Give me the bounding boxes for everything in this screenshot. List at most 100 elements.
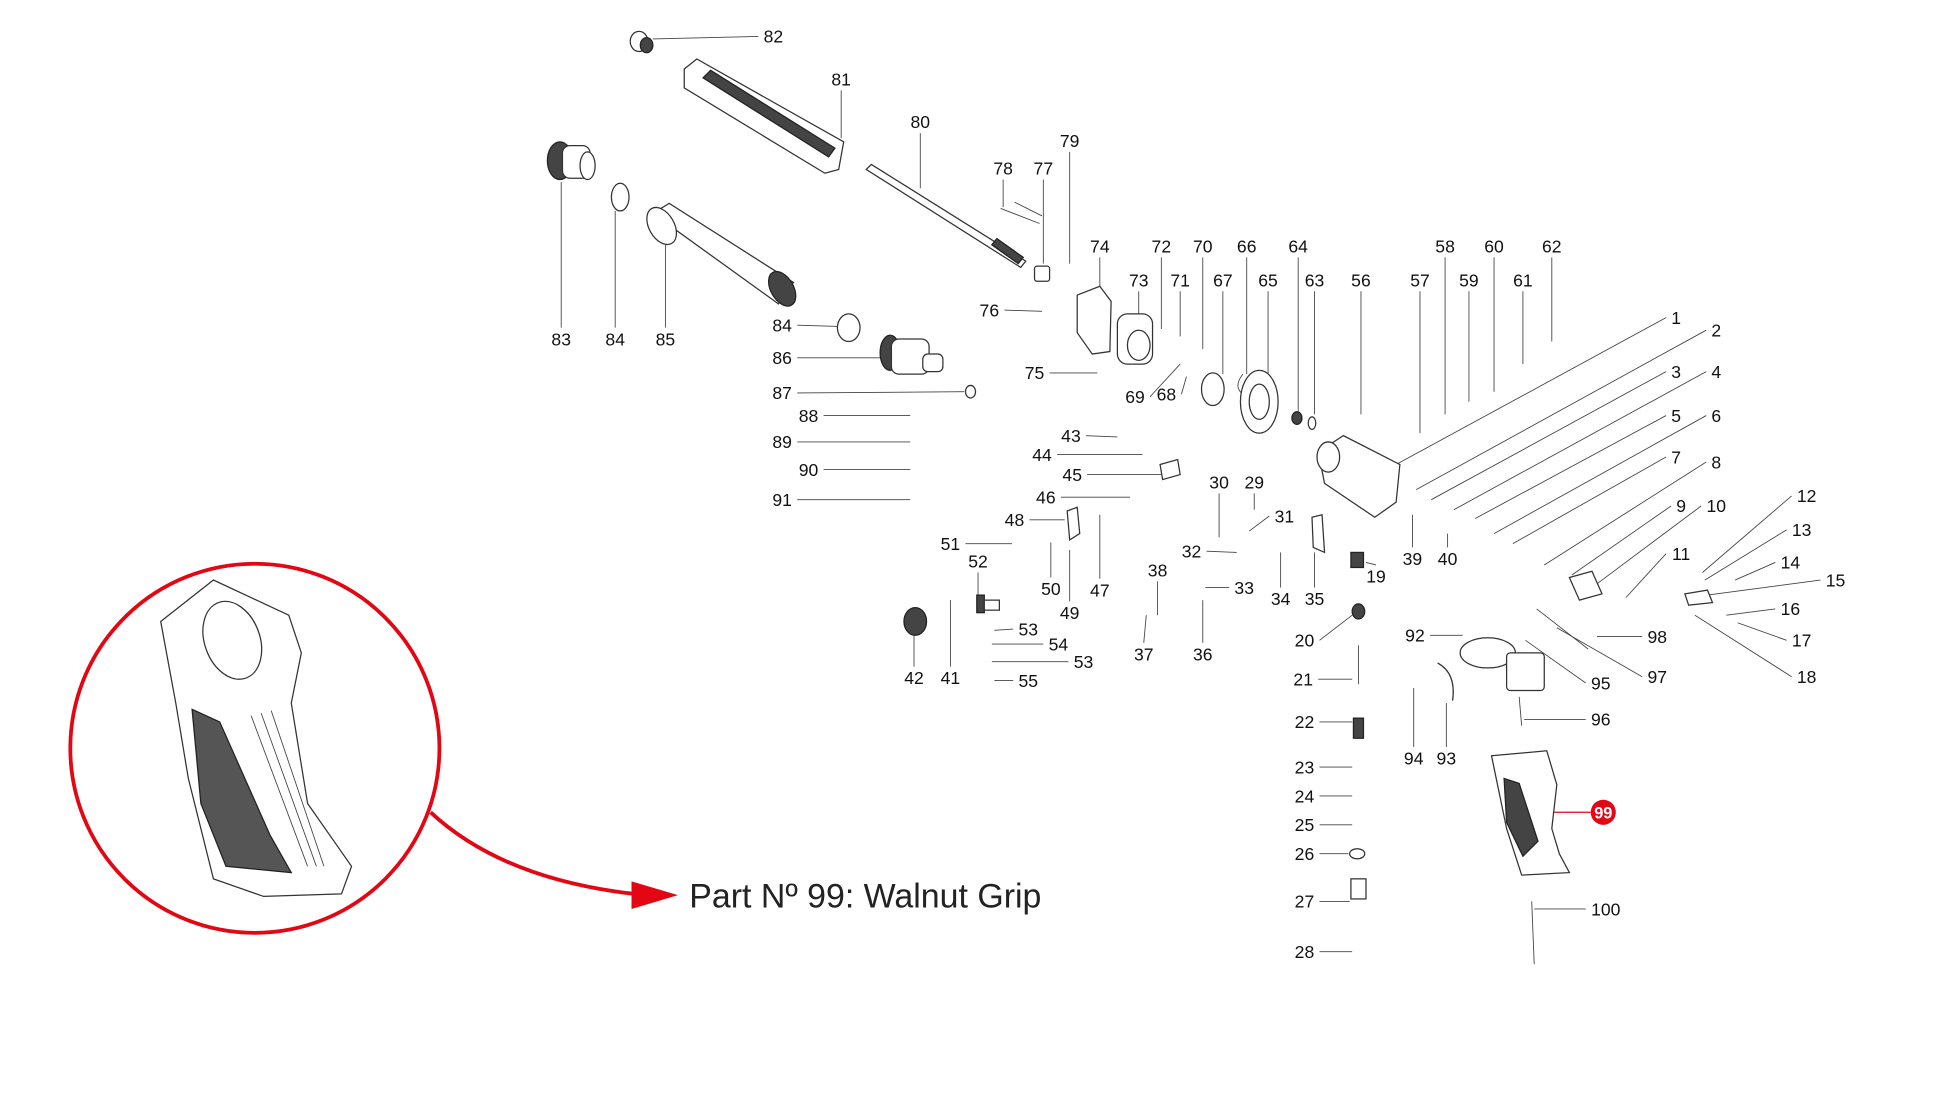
part-87-oring <box>964 384 977 399</box>
callout-58: 58 <box>1435 236 1455 257</box>
callout-84: 84 <box>772 315 792 336</box>
callout-42: 42 <box>904 667 924 689</box>
callout-4: 4 <box>1711 361 1722 382</box>
callout-72: 72 <box>1151 236 1172 257</box>
callout-48: 48 <box>1004 509 1025 530</box>
part-67-ring <box>1200 372 1225 407</box>
leader-line-5 <box>1475 415 1667 519</box>
callout-45: 45 <box>1062 464 1082 485</box>
callout-56: 56 <box>1351 269 1371 291</box>
callout-47: 47 <box>1090 580 1110 601</box>
callout-68: 68 <box>1156 384 1177 405</box>
part-19-spring <box>1350 551 1365 569</box>
callout-53: 53 <box>1073 651 1094 672</box>
part-9-component <box>1568 570 1603 601</box>
leader-line-2 <box>1415 329 1707 491</box>
leader-line-12 <box>1702 495 1792 573</box>
part-97-spring <box>1536 608 1589 650</box>
callout-92: 92 <box>1405 625 1425 646</box>
leader-line-3 <box>1431 371 1667 501</box>
leader-line-4 <box>1453 371 1707 511</box>
part-42-cap <box>903 607 928 636</box>
part-74-bracket <box>1076 285 1112 355</box>
callout-97: 97 <box>1647 666 1668 687</box>
callout-57: 57 <box>1410 269 1430 291</box>
callout-91: 91 <box>772 489 792 510</box>
callout-64: 64 <box>1288 236 1308 257</box>
callout-54: 54 <box>1048 634 1069 655</box>
callout-27: 27 <box>1294 891 1315 912</box>
callout-38: 38 <box>1147 559 1168 581</box>
callout-78: 78 <box>993 158 1013 179</box>
callout-84: 84 <box>605 328 625 350</box>
part-86-adapter <box>879 334 944 375</box>
leader-line-8 <box>1544 461 1707 566</box>
part-45-block <box>1159 458 1181 481</box>
callout-25: 25 <box>1294 814 1315 835</box>
callout-44: 44 <box>1032 444 1052 465</box>
part-78-pin <box>1014 201 1043 217</box>
callout-14: 14 <box>1780 552 1801 573</box>
callout-23: 23 <box>1294 757 1315 778</box>
callout-88: 88 <box>798 405 819 426</box>
leader-line-17 <box>1737 622 1787 641</box>
callout-43: 43 <box>1061 425 1081 446</box>
part-26-oring <box>1349 848 1366 860</box>
callout-18: 18 <box>1796 666 1817 687</box>
part-96-screw <box>1518 696 1523 726</box>
part-100-pin <box>1531 901 1535 965</box>
callout-65: 65 <box>1258 269 1278 291</box>
callout-93: 93 <box>1436 748 1457 769</box>
part-83-threaded-cap <box>546 141 596 181</box>
callout-62: 62 <box>1542 236 1562 257</box>
part-27-valve <box>1350 878 1367 900</box>
part-15-lever <box>1684 589 1714 606</box>
callout-95: 95 <box>1590 672 1611 694</box>
leader-line-14 <box>1734 562 1776 581</box>
part-99-grip <box>1490 750 1571 876</box>
leader-line-82 <box>652 35 759 40</box>
callout-5: 5 <box>1671 405 1681 426</box>
callout-60: 60 <box>1484 236 1504 257</box>
part-84b-oring <box>836 313 861 343</box>
callout-73: 73 <box>1128 269 1149 291</box>
callout-74: 74 <box>1090 236 1110 257</box>
callout-49: 49 <box>1059 602 1080 623</box>
detail-circle <box>68 561 442 935</box>
callout-20: 20 <box>1294 630 1315 651</box>
callout-77: 77 <box>1033 158 1054 179</box>
leader-line-18 <box>1694 614 1792 678</box>
callout-90: 90 <box>798 459 819 480</box>
callout-85: 85 <box>655 328 676 350</box>
callout-87: 87 <box>772 382 792 404</box>
leader-line-95 <box>1525 639 1586 684</box>
callout-89: 89 <box>772 431 792 452</box>
leader-line-19 <box>1365 562 1377 566</box>
callout-51: 51 <box>940 533 961 554</box>
callout-96: 96 <box>1590 709 1611 730</box>
callout-66: 66 <box>1236 236 1257 257</box>
callout-76: 76 <box>979 300 1000 321</box>
callout-41: 41 <box>940 667 961 689</box>
callout-53: 53 <box>1018 618 1039 640</box>
callout-82: 82 <box>763 26 784 47</box>
callout-9: 9 <box>1676 495 1687 517</box>
leader-line-6 <box>1493 415 1707 534</box>
callout-7: 7 <box>1671 446 1681 468</box>
callout-10: 10 <box>1706 495 1727 517</box>
part-35-hammer <box>1311 513 1326 554</box>
callout-67: 67 <box>1213 269 1233 291</box>
leader-line-11 <box>1625 553 1667 598</box>
part-81-shroud <box>683 58 845 174</box>
callout-1: 1 <box>1671 307 1681 328</box>
part-82-cap <box>629 30 654 54</box>
part-80-barrel <box>865 163 1027 269</box>
highlighted-part-badge[interactable]: 99 <box>1590 799 1616 825</box>
callout-80: 80 <box>910 111 931 132</box>
callout-21: 21 <box>1293 669 1313 690</box>
leader-line-76 <box>1004 309 1043 312</box>
callout-30: 30 <box>1209 472 1229 493</box>
callout-19: 19 <box>1366 566 1386 587</box>
callout-63: 63 <box>1304 269 1325 291</box>
